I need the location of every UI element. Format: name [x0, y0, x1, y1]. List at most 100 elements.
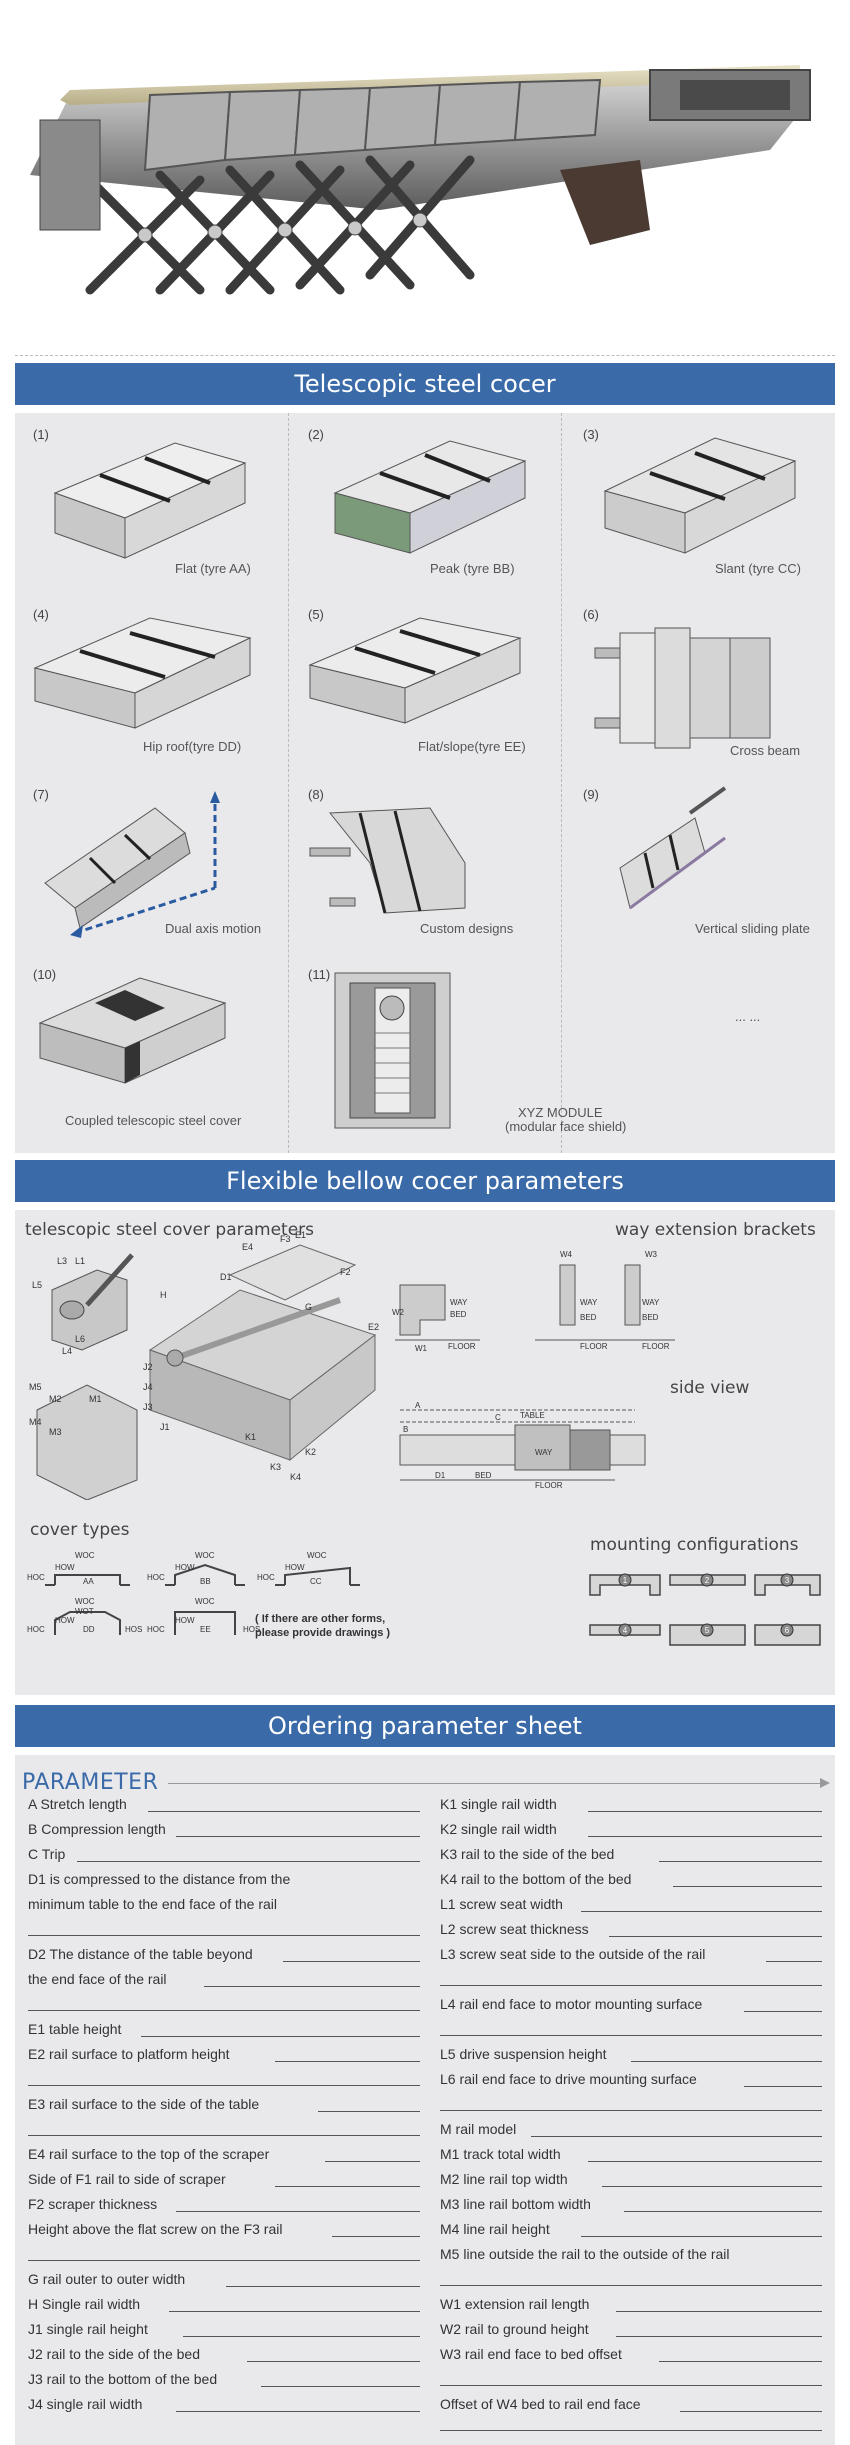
left-param-input-line[interactable]: [147, 1811, 420, 1812]
right-param-input-line[interactable]: [609, 1936, 822, 1937]
param-label: K1 single rail width: [440, 1796, 557, 1812]
left-param-input-line[interactable]: [140, 2036, 420, 2037]
left-param-input-line[interactable]: [28, 2135, 420, 2136]
label-floor: FLOOR: [535, 1481, 563, 1490]
right-param-input-line[interactable]: [623, 2211, 822, 2212]
left-param-input-line[interactable]: [28, 1935, 420, 1936]
grid-divider: [288, 413, 289, 1153]
right-param-input-line[interactable]: [680, 2411, 822, 2412]
type-caption: Cross beam: [730, 743, 801, 758]
left-param-input-line[interactable]: [275, 2186, 420, 2187]
param-row: Height above the flat screw on the F3 ra…: [28, 2220, 282, 2240]
param-row: E1 table height: [28, 2020, 121, 2040]
mounting-configs-drawing: 1 2 3 4 5 6: [589, 1573, 821, 1646]
custom-cover-drawing: [309, 807, 466, 914]
right-param-input-line[interactable]: [440, 2285, 822, 2286]
right-param-input-line[interactable]: [616, 2311, 822, 2312]
way-bracket-drawing-2: W4 W3 WAY BED FLOOR WAY BED FLOOR: [535, 1250, 675, 1351]
label-m2: M2: [49, 1394, 62, 1404]
param-row: W2 rail to ground height: [440, 2320, 589, 2340]
param-row: F2 scraper thickness: [28, 2195, 157, 2215]
param-label: M4 line rail height: [440, 2221, 550, 2237]
label-bb: BB: [200, 1577, 211, 1586]
label-cc: CC: [310, 1577, 322, 1586]
type-number: (10): [33, 967, 57, 982]
flat-cover-drawing: [53, 442, 247, 559]
right-param-input-line[interactable]: [659, 1861, 822, 1862]
left-param-input-line[interactable]: [325, 2161, 420, 2162]
label-g: G: [305, 1302, 312, 1312]
param-label: K4 rail to the bottom of the bed: [440, 1871, 632, 1887]
right-param-input-line[interactable]: [580, 2236, 822, 2237]
label-hos: HOS: [243, 1625, 260, 1634]
right-param-input-line[interactable]: [531, 2136, 822, 2137]
param-label: A Stretch length: [28, 1796, 127, 1812]
type-number: (4): [33, 607, 49, 622]
param-row: the end face of the rail: [28, 1970, 167, 1990]
left-param-input-line[interactable]: [183, 2336, 420, 2337]
right-param-input-line[interactable]: [630, 2061, 822, 2062]
right-param-input-line[interactable]: [659, 2361, 822, 2362]
left-param-input-line[interactable]: [261, 2386, 420, 2387]
left-param-input-line[interactable]: [332, 2236, 420, 2237]
type-card-coupled: (10) Coupled telescopic steel cover: [15, 953, 285, 1133]
param-label: J3 rail to the bottom of the bed: [28, 2371, 218, 2387]
left-param-input-line[interactable]: [247, 2361, 420, 2362]
section-banner-telescopic: Telescopic steel cocer: [15, 363, 835, 405]
right-param-input-line[interactable]: [588, 1811, 822, 1812]
param-label: K2 single rail width: [440, 1821, 557, 1837]
param-label: B Compression length: [28, 1821, 166, 1837]
param-label: G rail outer to outer width: [28, 2271, 186, 2287]
label-j2: J2: [143, 1362, 153, 1372]
left-param-input-line[interactable]: [204, 1986, 420, 1987]
section-banner-bellow: Flexible bellow cocer parameters: [15, 1160, 835, 1202]
param-row: D2 The distance of the table beyond: [28, 1945, 253, 1965]
param-label: L6 rail end face to drive mounting surfa…: [440, 2071, 697, 2087]
right-param-input-line[interactable]: [616, 2336, 822, 2337]
right-param-input-line[interactable]: [588, 1836, 822, 1837]
label-d1: D1: [220, 1272, 232, 1282]
type-number: (7): [33, 787, 49, 802]
label-w3: W3: [645, 1250, 658, 1259]
label-j4: J4: [143, 1382, 153, 1392]
type-caption: Slant (tyre CC): [715, 561, 801, 576]
left-param-input-line[interactable]: [225, 2286, 420, 2287]
right-param-input-line[interactable]: [744, 2086, 822, 2087]
way-bracket-drawing: W2 W1 WAY BED FLOOR: [392, 1284, 480, 1353]
right-param-input-line[interactable]: [744, 2011, 822, 2012]
param-label: W1 extension rail length: [440, 2296, 590, 2312]
left-param-input-line[interactable]: [28, 2010, 420, 2011]
type-number: (9): [583, 787, 599, 802]
param-row: K3 rail to the side of the bed: [440, 1845, 614, 1865]
right-param-input-line[interactable]: [440, 2035, 822, 2036]
left-param-input-line[interactable]: [28, 2085, 420, 2086]
left-param-input-line[interactable]: [275, 2061, 420, 2062]
param-label: K3 rail to the side of the bed: [440, 1846, 615, 1862]
left-param-input-line[interactable]: [176, 2211, 420, 2212]
left-param-input-line[interactable]: [318, 2111, 420, 2112]
type-card-xyz-module: (11) XYZ MODULE (modular face shield) ..…: [290, 953, 830, 1134]
left-param-input-line[interactable]: [176, 1836, 420, 1837]
right-param-input-line[interactable]: [440, 2430, 822, 2431]
left-param-input-line[interactable]: [282, 1961, 420, 1962]
left-param-input-line[interactable]: [76, 1861, 420, 1862]
right-param-input-line[interactable]: [602, 2186, 822, 2187]
label-k3: K3: [270, 1462, 281, 1472]
label-hos: HOS: [125, 1625, 142, 1634]
label-f3: F3: [280, 1234, 291, 1244]
left-param-input-line[interactable]: [176, 2411, 420, 2412]
right-param-input-line[interactable]: [580, 1911, 822, 1912]
right-param-input-line[interactable]: [440, 1985, 822, 1986]
right-param-input-line[interactable]: [673, 1886, 822, 1887]
left-param-input-line[interactable]: [28, 2260, 420, 2261]
right-param-input-line[interactable]: [588, 2161, 822, 2162]
right-param-input-line[interactable]: [440, 2385, 822, 2386]
type-number: (2): [308, 427, 324, 442]
bed-isometric-drawing: E4 F3 E1 F2 E2 H D1 G J2 J4 J3 J1 K1 K3 …: [143, 1230, 379, 1482]
left-param-input-line[interactable]: [168, 2311, 420, 2312]
cross-beam-cover-drawing: [594, 627, 771, 749]
right-param-input-line[interactable]: [440, 2110, 822, 2111]
label-hoc: HOC: [27, 1625, 45, 1634]
label-woc: WOC: [75, 1597, 95, 1606]
right-param-input-line[interactable]: [765, 1961, 822, 1962]
